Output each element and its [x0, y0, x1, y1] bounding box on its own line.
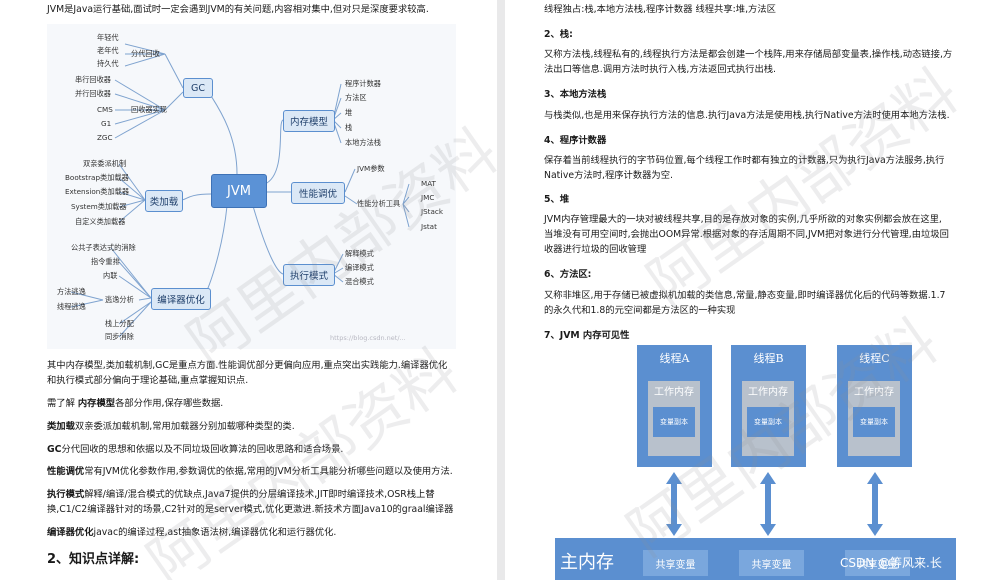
thread-gap: [630, 345, 637, 467]
para-pc-b: Native方法时,程序计数器为空.: [544, 170, 673, 181]
mindmap-tool: JStack: [421, 207, 444, 216]
mindmap-class-item: 自定义类加载器: [75, 217, 126, 226]
para-pc: 保存着当前线程执行的字节码位置,每个线程工作时都有独立的计数器,只为执行Java…: [544, 155, 945, 166]
mindmap-compiler-item: 方法逃逸: [57, 287, 86, 296]
mindmap-exec-item: 解释模式: [345, 249, 374, 258]
mindmap-exec: 执行模式: [283, 264, 335, 286]
heading-heap: 5、堆: [544, 194, 570, 205]
right-top-line: 线程独占:栈,本地方法栈,程序计数器 线程共享:堆,方法区: [544, 4, 776, 15]
heading-native-stack: 3、本地方法栈: [544, 89, 607, 100]
mindmap-tuning-item: JVM参数: [357, 164, 385, 173]
mindmap-class-item: System类加载器: [71, 202, 127, 211]
mindmap-gc-collector: 并行回收器: [75, 89, 111, 98]
para-stack: 又称方法栈,线程私有的,线程执行方法是都会创建一个栈阵,用来存储局部变量表,操作…: [544, 49, 953, 60]
mindmap-exec-item: 编译模式: [345, 263, 374, 272]
heading-stack: 2、栈:: [544, 29, 573, 40]
mindmap-exec-item: 混合模式: [345, 277, 374, 286]
jvm-mindmap: JVM GC 分代回收 年轻代 老年代 持久代 回收器实现 串行回收器 并行回收…: [47, 24, 456, 349]
mindmap-tool: JMC: [421, 193, 435, 202]
mindmap-compiler-item: 指令重排: [91, 257, 120, 266]
thread-gap: [912, 345, 927, 467]
mindmap-memory-item: 堆: [345, 108, 353, 117]
left-page: JVM是Java运行基础,面试时一定会遇到JVM的有关问题,内容相对集中,但对只…: [0, 0, 497, 580]
thread-b: 线程B 工作内存 变量副本: [731, 345, 806, 467]
para-2: 需了解 内存模型各部分作用,保存哪些数据.: [47, 398, 224, 409]
mindmap-tool: MAT: [421, 179, 436, 188]
para-heap-c: 收器进行垃圾的回收管理: [544, 244, 647, 255]
mindmap-compiler-item: 逃逸分析: [105, 295, 134, 304]
para-method-area: 又称非堆区,用于存储已被虚拟机加载的类信息,常量,静态变量,即时编译器优化后的代…: [544, 290, 946, 301]
heading-method-area: 6、方法区:: [544, 269, 592, 280]
working-memory: 工作内存 变量副本: [648, 381, 700, 456]
mindmap-gc-collector: 串行回收器: [75, 75, 111, 84]
mindmap-gc-gen: 老年代: [97, 46, 119, 55]
heading-visibility: 7、JVM 内存可见性: [544, 330, 630, 341]
variable-copy: 变量副本: [853, 407, 895, 437]
mindmap-compiler: 编译器优化: [151, 288, 211, 310]
thread-gap: [712, 345, 731, 467]
mindmap-gc-group1: 分代回收: [131, 49, 160, 58]
para-3: 类加载双亲委派加载机制,常用加载器分别加载哪种类型的类.: [47, 421, 295, 432]
shared-variable: 共享变量: [739, 550, 804, 576]
variable-copy: 变量副本: [653, 407, 695, 437]
working-memory: 工作内存 变量副本: [848, 381, 900, 456]
working-memory: 工作内存 变量副本: [742, 381, 794, 456]
mindmap-tuning-group: 性能分析工具: [357, 199, 401, 208]
para-heap: JVM内存管理最大的一块对被线程共享,目的是存放对象的实例,几乎所欲的对象实例都…: [544, 214, 942, 225]
shared-variable: 共享变量: [643, 550, 708, 576]
right-page: 线程独占:栈,本地方法栈,程序计数器 线程共享:堆,方法区 2、栈: 又称方法栈…: [505, 0, 1006, 580]
mindmap-tuning: 性能调优: [291, 182, 345, 204]
mindmap-compiler-item: 栈上分配: [105, 319, 134, 328]
para-7: 编译器优化javac的编译过程,ast抽象语法树,编译器优化和运行器优化.: [47, 527, 337, 538]
shared-variable: 共享变量: [845, 550, 910, 576]
mindmap-class-item: Extension类加载器: [65, 187, 130, 196]
intro-paragraph: JVM是Java运行基础,面试时一定会遇到JVM的有关问题,内容相对集中,但对只…: [47, 4, 429, 15]
para-native-stack: 与栈类似,也是用来保存执行方法的信息.执行Java方法是使用栈,执行Native…: [544, 110, 950, 121]
mindmap-root: JVM: [211, 174, 267, 208]
mindmap-compiler-item: 同步消除: [105, 332, 134, 341]
para-4: GC分代回收的思想和依据以及不同垃圾回收算法的回收思路和适合场景.: [47, 444, 344, 455]
para-6: 执行模式解释/编译/混合模式的优缺点,Java7提供的分层编译技术,JIT即时编…: [47, 489, 435, 500]
mindmap-compiler-item: 线程逃逸: [57, 302, 86, 311]
section-heading: 2、知识点详解:: [47, 552, 140, 567]
mindmap-memory-item: 程序计数器: [345, 79, 381, 88]
mindmap-gc-gen: 持久代: [97, 59, 119, 68]
main-memory: 主内存 共享变量 共享变量 共享变量: [555, 538, 956, 580]
mindmap-gc-collector: G1: [101, 119, 112, 128]
mindmap-classloading: 类加载: [145, 190, 183, 212]
mindmap-memory-item: 方法区: [345, 93, 367, 102]
para-1: 其中内存模型,类加载机制,GC是重点方面.性能调优部分更偏向应用,重点突出实践能…: [47, 360, 448, 371]
variable-copy: 变量副本: [747, 407, 789, 437]
mindmap-class-item: Bootstrap类加载器: [65, 173, 129, 182]
para-5: 性能调优常有JVM优化参数作用,参数调优的依据,常用的JVM分析工具能分析哪些问…: [47, 466, 453, 477]
thread-a: 线程A 工作内存 变量副本: [637, 345, 712, 467]
mindmap-gc-collector: ZGC: [97, 133, 113, 142]
thread-gap: [806, 345, 837, 467]
mindmap-class-item: 双亲委派机制: [83, 159, 127, 168]
mindmap-gc-group2: 回收器实现: [131, 105, 167, 114]
mindmap-memory-item: 栈: [345, 123, 353, 132]
csdn-watermark: CSDN @等风来.长: [840, 556, 942, 570]
mindmap-compiler-item: 公共子表达式的消除: [71, 243, 136, 252]
thread-c: 线程C 工作内存 变量副本: [837, 345, 912, 467]
mindmap-compiler-item: 内联: [103, 271, 118, 280]
para-method-area-b: 的永久代和1.8的元空间都是方法区的一种实现: [544, 305, 736, 316]
mindmap-memory-item: 本地方法栈: [345, 138, 381, 147]
heading-pc: 4、程序计数器: [544, 135, 607, 146]
mindmap-gc: GC: [183, 78, 213, 98]
para-stack-b: 法出口等信息.调用方法时执行入栈,方法返回式执行出栈.: [544, 64, 776, 75]
mindmap-source-url: https://blog.csdn.net/...: [330, 334, 406, 342]
para-heap-b: 当堆没有可用空间时,会抛出OOM异常.根据对象的存活周期不同,JVM把对象进行分…: [544, 229, 949, 240]
mindmap-memory: 内存模型: [283, 110, 335, 132]
para-1b: 和执行模式部分偏向于理论基础,重点掌握知识点.: [47, 375, 249, 386]
mindmap-tool: Jstat: [421, 222, 437, 231]
double-arrows: [666, 472, 883, 536]
mindmap-connectors: [70, 43, 410, 338]
mindmap-gc-collector: CMS: [97, 105, 113, 114]
para-6b: 换,C1/C2编译器针对的场景,C2针对的是server模式,优化更激进.新技术…: [47, 504, 454, 515]
mindmap-gc-gen: 年轻代: [97, 33, 119, 42]
